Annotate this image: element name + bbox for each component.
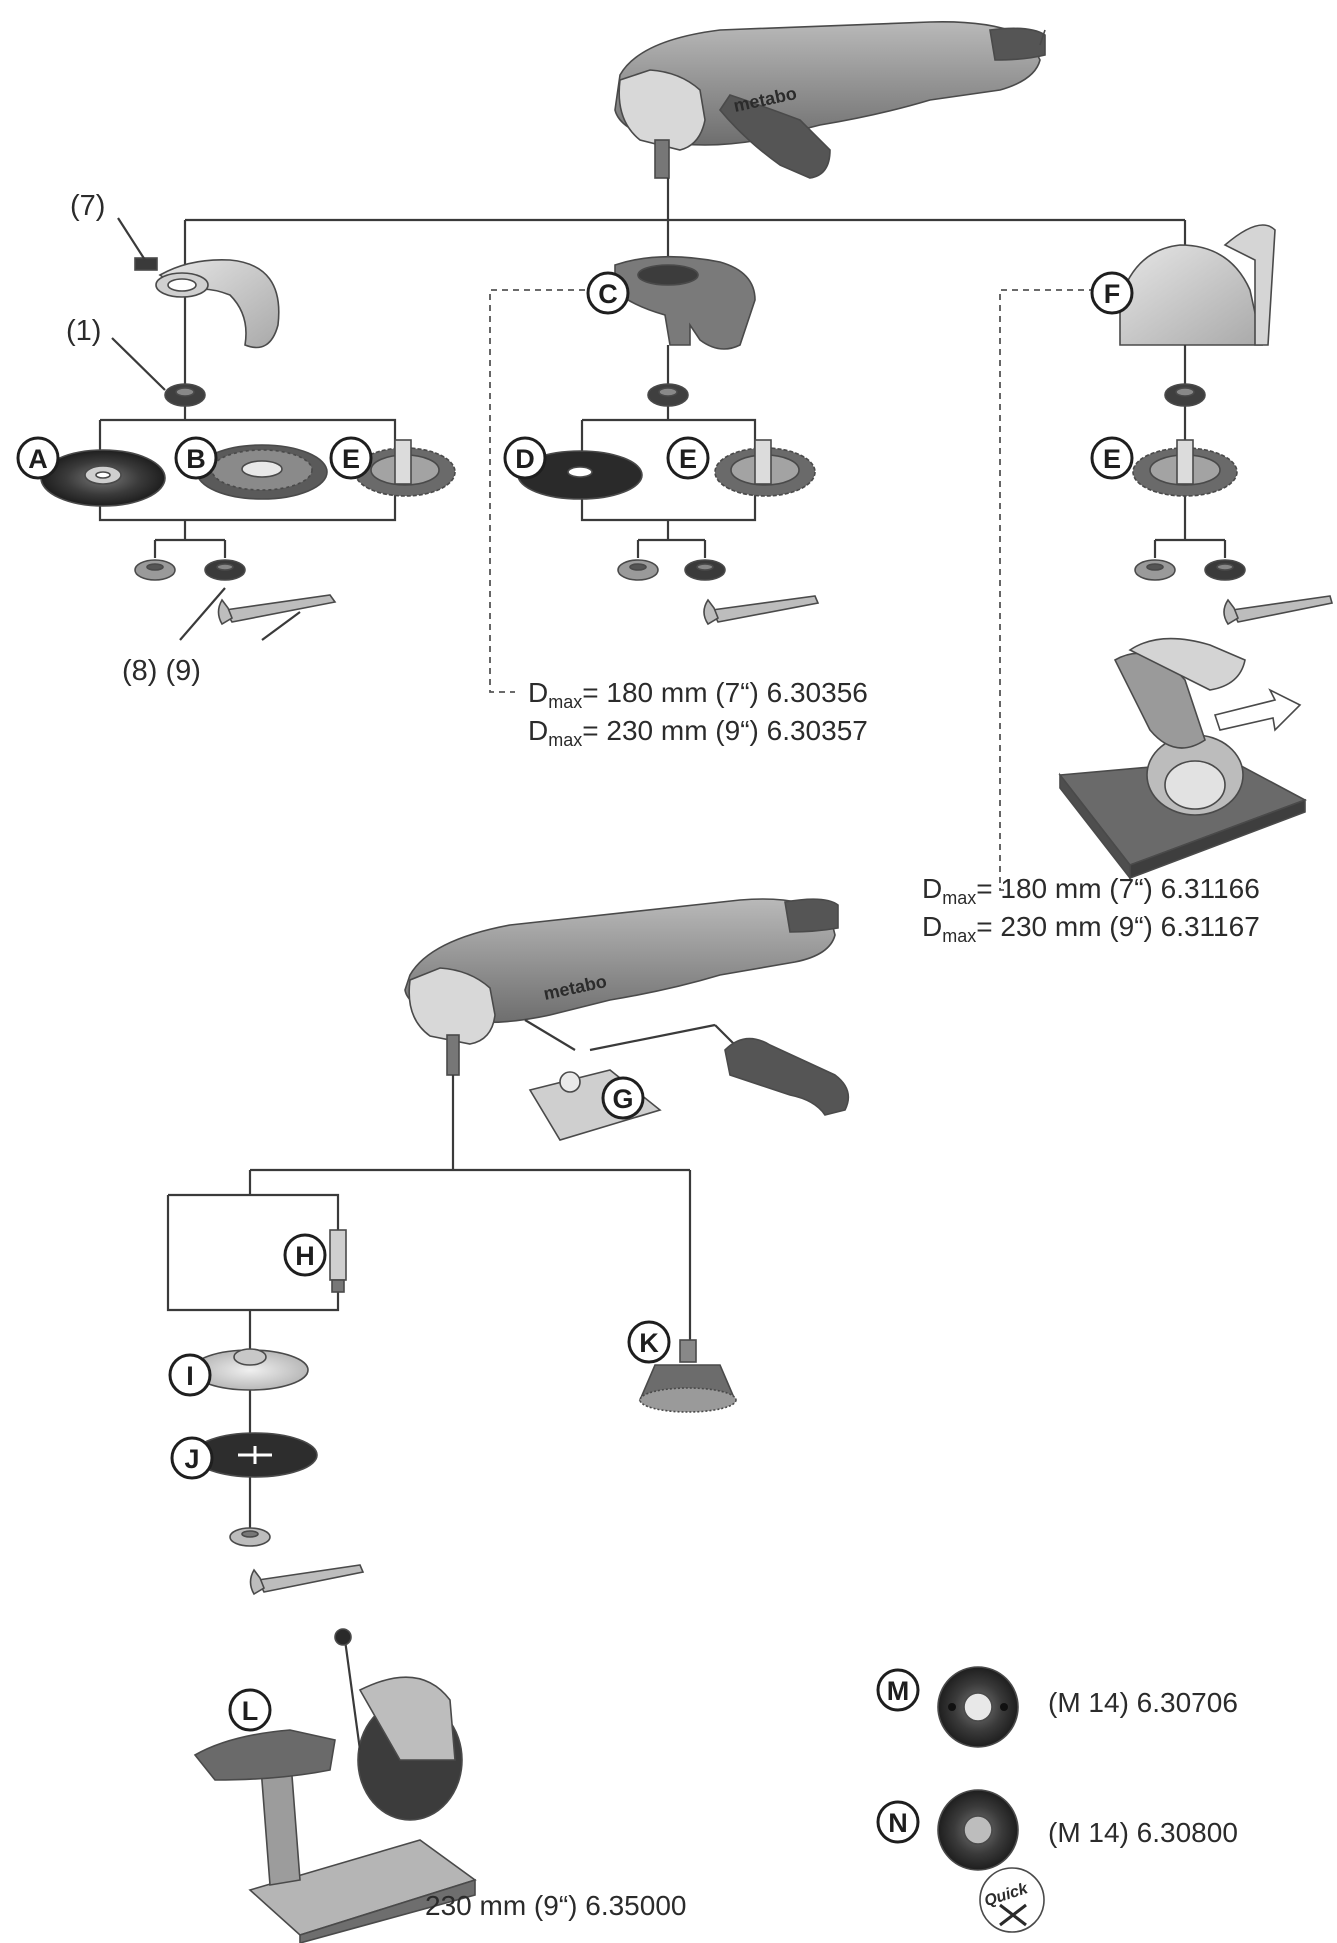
center-column: Dmax= 180 mm (7“) 6.30356 Dmax= 230 mm (… bbox=[489, 255, 868, 750]
clamping-nut-m bbox=[937, 1666, 1019, 1748]
letter-g: G bbox=[601, 1076, 645, 1120]
letter-b: B bbox=[174, 436, 218, 480]
angle-grinder-middle: metabo bbox=[404, 898, 850, 1141]
cup-brush-k bbox=[638, 1339, 737, 1413]
svg-text:D: D bbox=[515, 444, 535, 474]
letter-circles: A B E C D E F E G H I J K L M N bbox=[16, 271, 1134, 1844]
svg-text:F: F bbox=[1104, 279, 1121, 309]
svg-text:C: C bbox=[598, 279, 618, 309]
callout-8-9: (8) (9) bbox=[122, 655, 201, 687]
svg-text:B: B bbox=[186, 444, 206, 474]
guard-c-spec: Dmax= 180 mm (7“) 6.30356 Dmax= 230 mm (… bbox=[528, 677, 868, 750]
right-column: Dmax= 180 mm (7“) 6.31166 Dmax= 230 mm (… bbox=[922, 224, 1334, 946]
backing-pad-i bbox=[191, 1348, 309, 1391]
svg-text:J: J bbox=[184, 1444, 199, 1474]
letter-j: J bbox=[170, 1436, 214, 1480]
svg-text:Dmax= 230 mm (9“) 6.31167: Dmax= 230 mm (9“) 6.31167 bbox=[922, 911, 1260, 946]
nut-n-spec: (M 14) 6.30800 bbox=[1048, 1817, 1238, 1848]
svg-text:G: G bbox=[612, 1084, 633, 1114]
letter-h: H bbox=[283, 1233, 327, 1277]
adapter-h bbox=[329, 1229, 347, 1293]
sanding-disc-j bbox=[192, 1432, 318, 1478]
letter-e-right: E bbox=[1090, 436, 1134, 480]
svg-text:H: H bbox=[295, 1241, 315, 1271]
letter-i: I bbox=[168, 1353, 212, 1397]
letter-f: F bbox=[1090, 271, 1134, 315]
svg-text:A: A bbox=[28, 444, 48, 474]
svg-text:Dmax= 180 mm (7“) 6.30356: Dmax= 180 mm (7“) 6.30356 bbox=[528, 677, 868, 712]
stand-l-spec: 230 mm (9“) 6.35000 bbox=[425, 1890, 686, 1921]
nut-and-wrench-j bbox=[229, 1527, 365, 1596]
svg-text:E: E bbox=[679, 444, 697, 474]
left-column: (7) (1) (8) (9) bbox=[40, 190, 456, 687]
letter-n: N bbox=[876, 1800, 920, 1844]
svg-text:E: E bbox=[1103, 444, 1121, 474]
letter-e-center: E bbox=[666, 436, 710, 480]
callout-1: (1) bbox=[66, 315, 101, 347]
nut-m-spec: (M 14) 6.30706 bbox=[1048, 1687, 1238, 1718]
callout-7: (7) bbox=[70, 190, 105, 222]
letter-m: M bbox=[876, 1668, 920, 1712]
svg-text:N: N bbox=[888, 1808, 908, 1838]
svg-text:K: K bbox=[639, 1328, 659, 1358]
quick-nut-n: Quick bbox=[937, 1789, 1045, 1933]
letter-a: A bbox=[16, 436, 60, 480]
cut-off-stand-l bbox=[193, 1628, 477, 1943]
letter-c: C bbox=[586, 271, 630, 315]
svg-text:Dmax= 230 mm (9“) 6.30357: Dmax= 230 mm (9“) 6.30357 bbox=[528, 715, 868, 750]
letter-d: D bbox=[503, 436, 547, 480]
svg-text:E: E bbox=[342, 444, 360, 474]
letter-l: L bbox=[228, 1688, 272, 1732]
guard-f-spec: Dmax= 180 mm (7“) 6.31166 Dmax= 230 mm (… bbox=[922, 873, 1260, 946]
svg-text:I: I bbox=[186, 1361, 194, 1391]
svg-text:Dmax= 180 mm (7“) 6.31166: Dmax= 180 mm (7“) 6.31166 bbox=[922, 873, 1260, 908]
angle-grinder-top: metabo bbox=[614, 21, 1046, 179]
middle-tree-lines bbox=[166, 1075, 692, 1530]
svg-text:L: L bbox=[242, 1696, 259, 1726]
cutting-guard-photo bbox=[1058, 637, 1307, 881]
letter-e-left: E bbox=[329, 436, 373, 480]
letter-k: K bbox=[627, 1320, 671, 1364]
svg-text:M: M bbox=[887, 1676, 910, 1706]
